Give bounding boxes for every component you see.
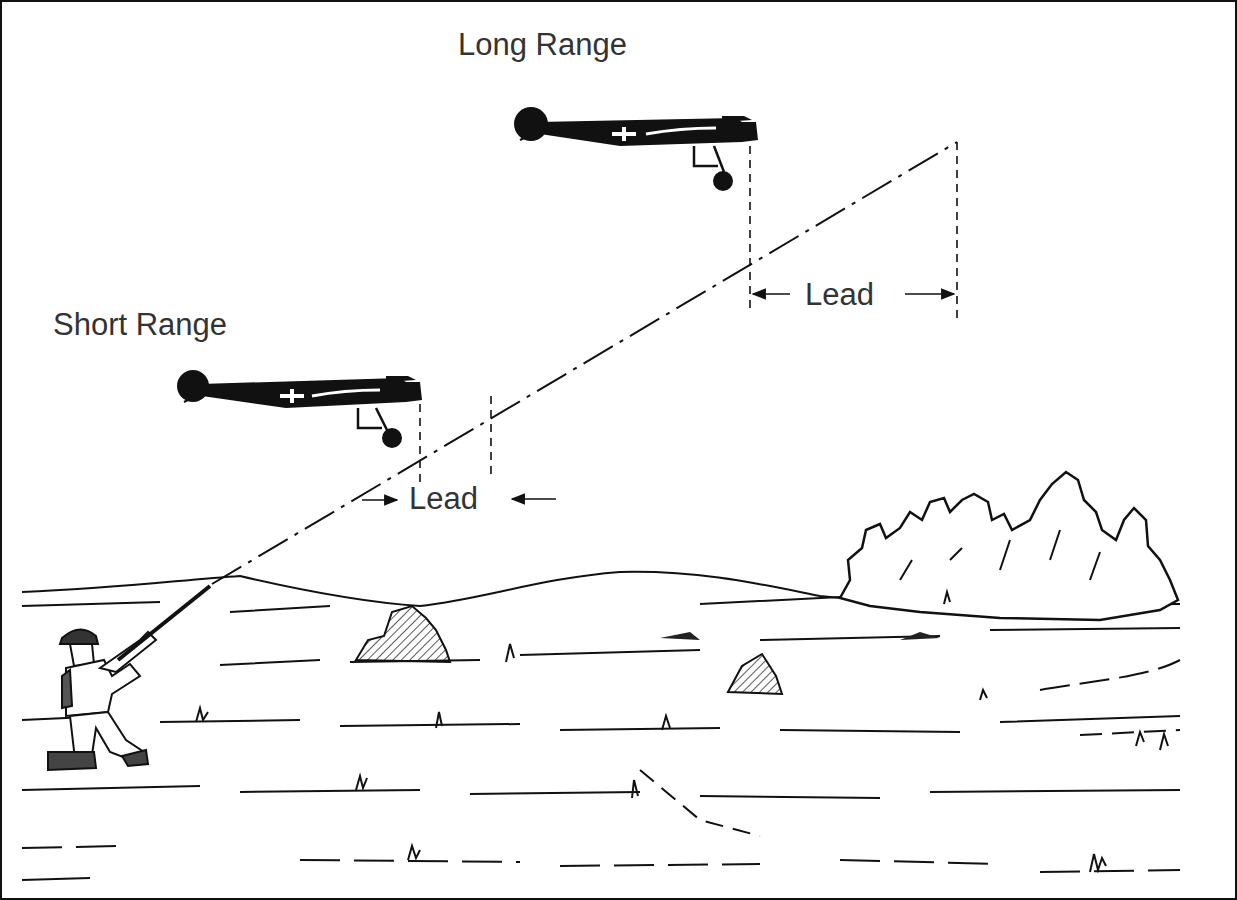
grass <box>196 592 1168 872</box>
plane-short-range <box>177 370 422 448</box>
range-heading: Long Range <box>455 28 630 62</box>
rifle <box>118 586 210 660</box>
plane-long-range <box>514 107 758 191</box>
line-of-aim <box>212 142 957 584</box>
bush <box>356 606 450 662</box>
bush <box>728 654 782 694</box>
lead-guides <box>420 132 957 484</box>
lead-label: Lead <box>802 278 877 312</box>
lead-arrows <box>362 294 954 500</box>
soldier-figure <box>48 629 156 770</box>
tree-line <box>840 472 1178 620</box>
range-heading: Short Range <box>50 308 230 342</box>
lead-label: Lead <box>406 482 481 516</box>
